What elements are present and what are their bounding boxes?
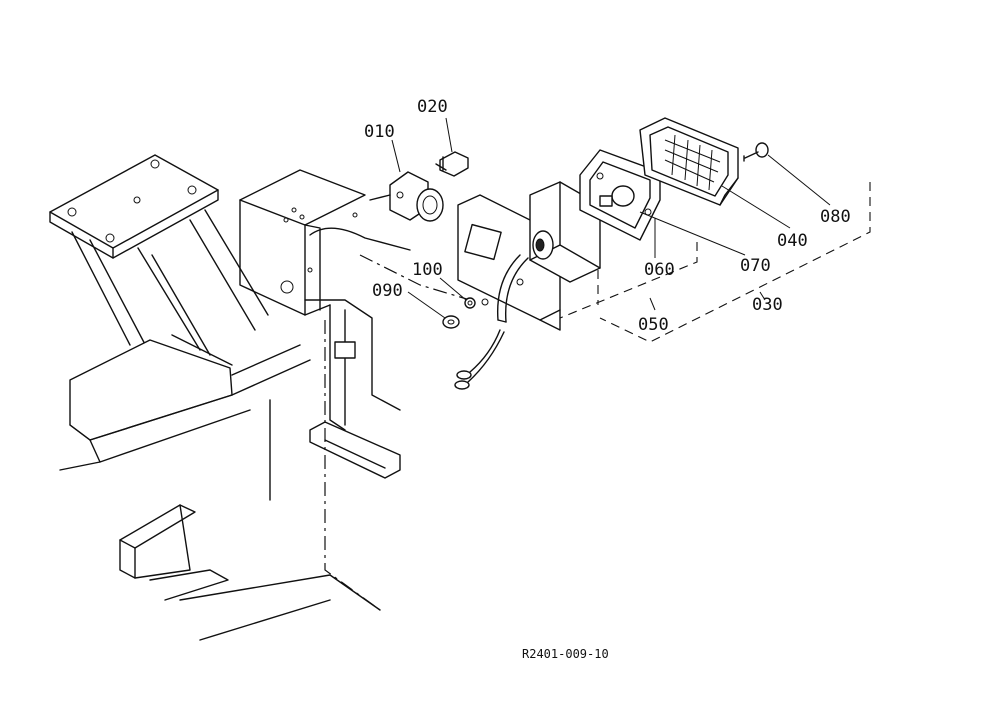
callout-010: 010 [364, 122, 395, 142]
callout-020: 020 [417, 97, 448, 117]
callout-030: 030 [752, 295, 783, 315]
callout-080: 080 [820, 207, 851, 227]
floor-plate [59, 334, 311, 471]
callout-060: 060 [644, 260, 675, 280]
switch-knob [369, 171, 444, 222]
callout-090: 090 [372, 281, 403, 301]
callout-100: 100 [412, 260, 443, 280]
screw [435, 151, 469, 177]
washer [464, 297, 476, 309]
leader-lines [391, 117, 871, 343]
callout-050: 050 [638, 315, 669, 335]
callout-070: 070 [740, 256, 771, 276]
frame-body [239, 169, 411, 501]
callout-040: 040 [777, 231, 808, 251]
seat-bracket [49, 154, 269, 356]
lamp-lens [639, 117, 739, 206]
lower-bracket [119, 504, 381, 641]
lamp-gasket [579, 149, 661, 241]
center-line [324, 320, 381, 611]
lamp-assembly [454, 181, 601, 390]
center-line [359, 254, 471, 301]
lens-screw [743, 142, 769, 162]
callout-labels: 010 020 100 090 060 050 070 030 040 080 [364, 97, 851, 335]
reference-code: R2401-009-10 [522, 647, 609, 661]
nut [442, 315, 460, 329]
